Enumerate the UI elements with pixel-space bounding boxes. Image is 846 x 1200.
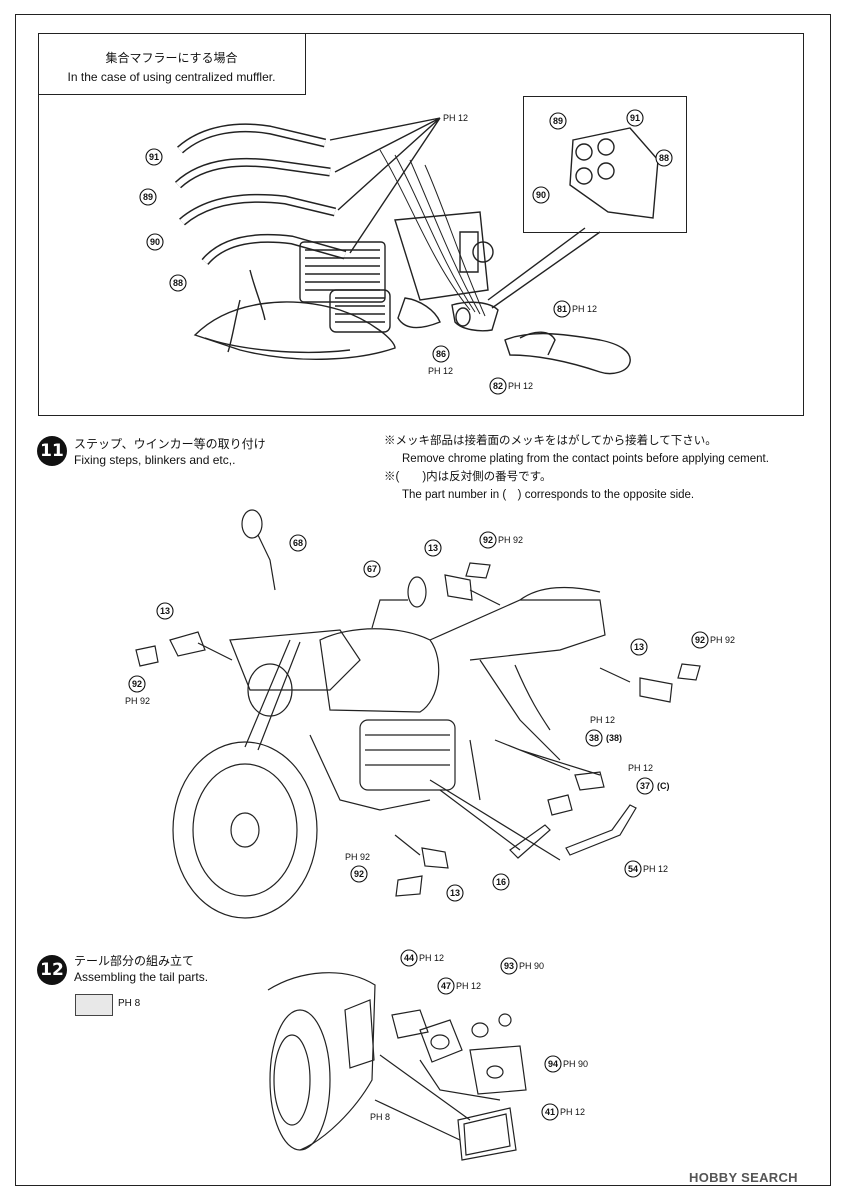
exhaust-pipe-90 bbox=[179, 193, 337, 226]
ph12-label: PH 12 bbox=[628, 763, 653, 773]
step-12-title-jp: テール部分の組み立て bbox=[74, 954, 195, 968]
callout-44: 44 bbox=[404, 953, 414, 963]
exhaust-pipe-88 bbox=[201, 233, 347, 266]
note-opposite-jp: ※( )内は反対側の番号です。 bbox=[384, 471, 552, 483]
ph92-label: PH 92 bbox=[710, 635, 735, 645]
step-11-badge: 11 bbox=[37, 436, 67, 466]
callout-c-opposite: (C) bbox=[657, 781, 670, 791]
ph8-label: PH 8 bbox=[370, 1112, 390, 1122]
paint-swatch bbox=[75, 994, 113, 1016]
callout-54: 54 bbox=[628, 864, 638, 874]
callout-89: 89 bbox=[143, 192, 153, 202]
ph92-label: PH 92 bbox=[345, 852, 370, 862]
callout-67: 67 bbox=[367, 564, 377, 574]
ph12-label: PH 12 bbox=[590, 715, 615, 725]
inset-callout-91: 91 bbox=[630, 113, 640, 123]
paint-swatch-label: PH 8 bbox=[118, 998, 141, 1009]
callout-41: 41 bbox=[545, 1107, 555, 1117]
step-12-badge: 12 bbox=[37, 955, 67, 985]
ph12-label: PH 12 bbox=[643, 864, 668, 874]
ph12-label: PH 12 bbox=[443, 113, 468, 123]
ph92-label: PH 92 bbox=[498, 535, 523, 545]
inset-callout-88: 88 bbox=[659, 153, 669, 163]
callout-92-c: 92 bbox=[695, 635, 705, 645]
ph12-label: PH 12 bbox=[508, 381, 533, 391]
callout-88: 88 bbox=[173, 278, 183, 288]
muffler-caption-en: In the case of using centralized muffler… bbox=[67, 70, 276, 84]
callout-38-opposite: (38) bbox=[606, 733, 622, 743]
note-opposite-en: The part number in ( ) corresponds to th… bbox=[402, 489, 695, 501]
assembly-notes: ※メッキ部品は接着面のメッキをはがしてから接着して下さい。 Remove chr… bbox=[384, 432, 769, 504]
callout-92-b: 92 bbox=[132, 679, 142, 689]
ph92-label: PH 92 bbox=[125, 696, 150, 706]
callout-13-d: 13 bbox=[450, 888, 460, 898]
exhaust-pipe-91 bbox=[177, 123, 327, 154]
muffler-caption: 集合マフラーにする場合 In the case of using central… bbox=[38, 33, 306, 95]
step-11-title-en: Fixing steps, blinkers and etc,. bbox=[74, 453, 236, 467]
callout-13-c: 13 bbox=[634, 642, 644, 652]
callout-92-d: 92 bbox=[354, 869, 364, 879]
callout-38: 38 bbox=[589, 733, 599, 743]
ph12-label: PH 12 bbox=[419, 953, 444, 963]
callout-16: 16 bbox=[496, 877, 506, 887]
callout-91: 91 bbox=[149, 152, 159, 162]
note-chrome-en: Remove chrome plating from the contact p… bbox=[402, 453, 769, 465]
step-12-title-en: Assembling the tail parts. bbox=[74, 970, 209, 984]
callout-94: 94 bbox=[548, 1059, 558, 1069]
callout-37: 37 bbox=[640, 781, 650, 791]
ph12-label: PH 12 bbox=[572, 304, 597, 314]
ph12-label: PH 12 bbox=[560, 1107, 585, 1117]
note-chrome-jp: ※メッキ部品は接着面のメッキをはがしてから接着して下さい。 bbox=[384, 435, 717, 447]
callout-92-a: 92 bbox=[483, 535, 493, 545]
callout-90: 90 bbox=[150, 237, 160, 247]
inset-callout-90: 90 bbox=[536, 190, 546, 200]
ph12-label: PH 12 bbox=[456, 981, 481, 991]
ph12-label: PH 12 bbox=[428, 366, 453, 376]
callout-47: 47 bbox=[441, 981, 451, 991]
page-border bbox=[15, 14, 831, 1186]
collector-inset bbox=[523, 96, 687, 233]
callout-68: 68 bbox=[293, 538, 303, 548]
inset-callout-89: 89 bbox=[553, 116, 563, 126]
callout-93: 93 bbox=[504, 961, 514, 971]
step-12-title: テール部分の組み立て Assembling the tail parts. bbox=[74, 953, 208, 985]
watermark: HOBBY SEARCH bbox=[689, 1170, 798, 1185]
muffler-section-frame bbox=[38, 33, 804, 416]
step-11-title-jp: ステップ、ウインカー等の取り付け bbox=[74, 437, 266, 451]
callout-13-b: 13 bbox=[160, 606, 170, 616]
callout-82: 82 bbox=[493, 381, 503, 391]
exhaust-pipe-89 bbox=[174, 157, 331, 189]
front-wheel bbox=[172, 741, 318, 919]
callout-86: 86 bbox=[436, 349, 446, 359]
ph90-label: PH 90 bbox=[519, 961, 544, 971]
muffler-caption-jp: 集合マフラーにする場合 bbox=[105, 51, 238, 65]
callout-81: 81 bbox=[557, 304, 567, 314]
step-11-title: ステップ、ウインカー等の取り付け Fixing steps, blinkers … bbox=[74, 436, 266, 468]
ph90-label: PH 90 bbox=[563, 1059, 588, 1069]
callout-13-a: 13 bbox=[428, 543, 438, 553]
